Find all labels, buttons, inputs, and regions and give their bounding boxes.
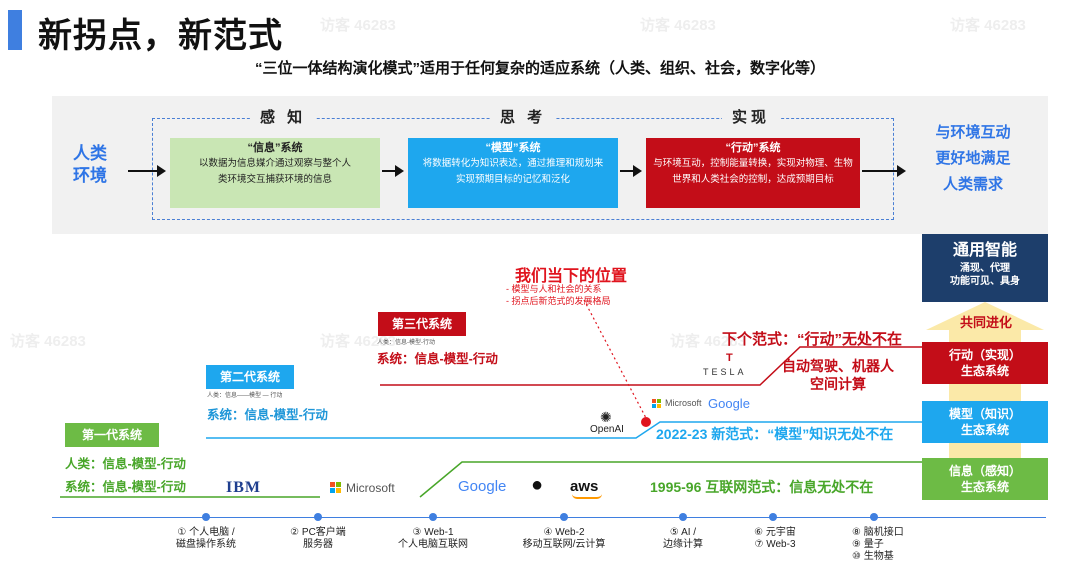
tesla-logo: TESLA xyxy=(703,367,747,377)
info-ecosystem-box: 信息（感知） 生态系统 xyxy=(922,458,1048,500)
now-marker xyxy=(641,417,651,427)
apple-icon: ● xyxy=(531,474,544,496)
watermark: 访客 46283 xyxy=(320,17,396,34)
model-system-box: “模型”系统 将数据转化为知识表达，通过推理和规划来 实现预期目标的记忆和泛化 xyxy=(408,138,618,208)
input-label: 人类 环境 xyxy=(73,144,107,185)
stage-perceive: 感 知 xyxy=(250,106,317,127)
action-system-box: “行动”系统 与环境互动，控制能量转换，实现对物理、生物 世界和人类社会的控制，… xyxy=(646,138,860,208)
google-logo: Google xyxy=(458,478,507,495)
microsoft-logo-2: Microsoft xyxy=(665,398,702,408)
openai-logo: OpenAI xyxy=(590,424,624,435)
google-logo-2: Google xyxy=(708,396,750,411)
gen1-human: 人类：信息-模型-行动 xyxy=(65,457,186,471)
now-title: 我们当下的位置 xyxy=(515,268,628,285)
watermark: 访客 46283 xyxy=(10,333,86,350)
gen1-label: 第一代系统 xyxy=(65,423,159,447)
now-notes: - 模型与人和社会的关系 - 拐点后新范式的发展格局 xyxy=(506,284,611,306)
gen1-system: 系统：信息-模型-行动 xyxy=(65,480,186,494)
microsoft-logo: Microsoft xyxy=(346,481,395,495)
watermark: 访客 46283 xyxy=(670,333,746,350)
timeline-tick xyxy=(202,513,210,521)
gen3-label: 第三代系统 xyxy=(378,312,466,336)
ibm-logo: IBM xyxy=(226,479,261,496)
action-ecosystem-box: 行动（实现） 生态系统 xyxy=(922,342,1048,384)
now-pointer-line xyxy=(583,299,647,419)
internet-paradigm: 1995-96 互联网范式：信息无处不在 xyxy=(650,479,874,495)
timeline-label: ⑤ AI /边缘计算 xyxy=(663,527,703,550)
gen2-tiny: 人类：信息——模型 — 行动 xyxy=(207,393,283,399)
gen2-system: 系统：信息-模型-行动 xyxy=(207,408,328,422)
timeline-tick xyxy=(769,513,777,521)
openai-icon: ✺ xyxy=(600,409,612,425)
arrow-info-model xyxy=(382,165,404,177)
gen3-tiny: 人类：信息-模型-行动 xyxy=(377,340,435,346)
watermark: 访客 46283 xyxy=(640,17,716,34)
model-paradigm: 2022-23 新范式：“模型”知识无处不在 xyxy=(656,426,894,442)
page-subtitle: “三位一体结构演化模式”适用于任何复杂的适应系统（人类、组织、社会，数字化等） xyxy=(254,60,825,77)
stage-act: 实现 xyxy=(722,106,781,127)
stage-think: 思 考 xyxy=(490,106,557,127)
gen3-system: 系统：信息-模型-行动 xyxy=(377,352,498,366)
blue-evolution-line xyxy=(206,421,922,439)
microsoft-icon xyxy=(330,482,342,494)
output-label: 与环境互动 更好地满足 人类需求 xyxy=(935,124,1011,193)
watermark: 访客 46283 xyxy=(320,333,396,350)
timeline-tick xyxy=(870,513,878,521)
gen2-label: 第二代系统 xyxy=(206,365,294,389)
title-accent-bar xyxy=(8,10,22,50)
timeline-tick xyxy=(560,513,568,521)
aws-logo: aws xyxy=(570,478,599,495)
microsoft-icon-2 xyxy=(652,399,662,409)
watermark: 访客 46283 xyxy=(950,17,1026,34)
tesla-icon: T xyxy=(726,352,733,364)
timeline-tick xyxy=(314,513,322,521)
green-internet-line xyxy=(419,461,922,498)
aws-smile-icon xyxy=(572,494,602,499)
page-title: 新拐点，新范式 xyxy=(38,17,283,55)
timeline-label: ② PC客户端服务器 xyxy=(290,527,346,550)
general-intelligence-box: 通用智能 涌现、代理 功能可见、具身 xyxy=(922,234,1048,302)
arrow-output xyxy=(862,165,906,177)
arrow-input xyxy=(128,165,166,177)
model-ecosystem-box: 模型（知识） 生态系统 xyxy=(922,401,1048,443)
up-arrow-icon xyxy=(926,302,1044,330)
next-paradigm-examples: 自动驾驶、机器人 空间计算 xyxy=(782,358,894,392)
next-paradigm: 下个范式：“行动”无处不在 xyxy=(722,331,903,348)
info-system-box: “信息”系统 以数据为信息媒介通过观察与整个人 类环境交互捕获环境的信息 xyxy=(170,138,380,208)
timeline-label: ① 个人电脑 /磁盘操作系统 xyxy=(176,527,236,550)
timeline-tick xyxy=(679,513,687,521)
co-evolution-label: 共同进化 xyxy=(959,315,1012,330)
red-evolution-line xyxy=(380,346,922,386)
timeline-axis xyxy=(52,517,1046,518)
arrow-model-action xyxy=(620,165,642,177)
timeline-tick xyxy=(429,513,437,521)
